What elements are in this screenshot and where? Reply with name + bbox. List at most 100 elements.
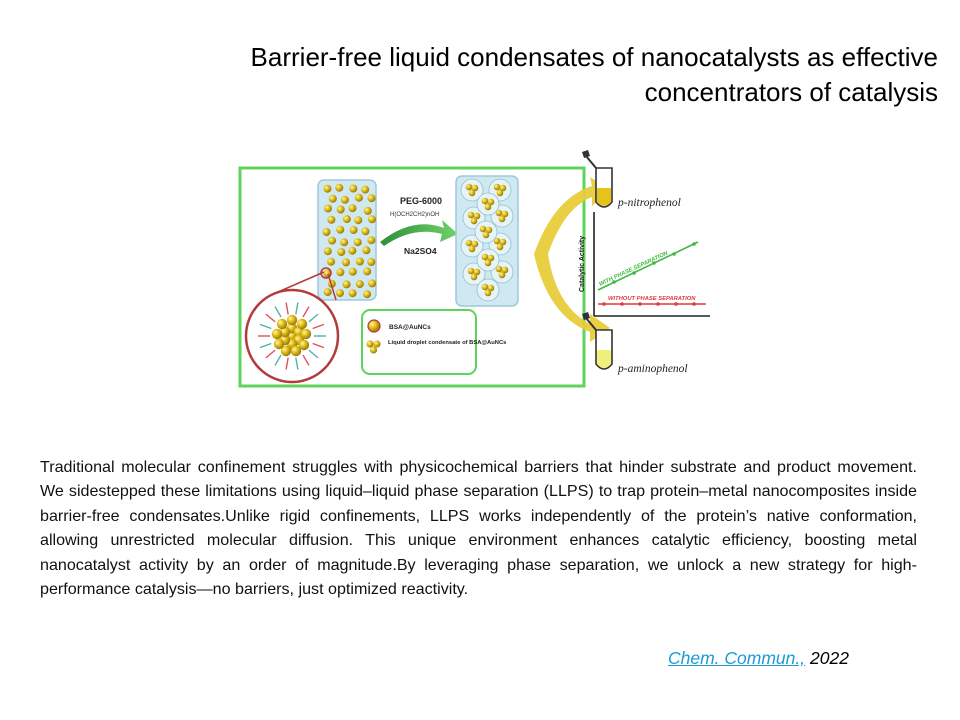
droplet-cluster [487, 254, 495, 262]
droplet-cluster [479, 225, 487, 233]
gold-atom [300, 328, 312, 340]
nanocluster-dot [323, 288, 332, 297]
nanocluster-dot [361, 227, 370, 236]
nanocluster-dot [368, 215, 376, 224]
gold-cluster [258, 302, 326, 370]
without-phase-point [620, 302, 624, 306]
droplet-cluster [481, 197, 489, 205]
nanocluster-dot [323, 247, 332, 256]
nanocluster-dot [348, 204, 357, 213]
nanocluster-dot [335, 183, 344, 192]
with-phase-point [692, 242, 696, 246]
droplet-cluster [465, 239, 473, 247]
nanocluster-dot [363, 206, 372, 215]
droplet-cluster [471, 184, 479, 192]
y-axis-label: Catalytic Activity [579, 236, 586, 292]
droplet-cluster [471, 240, 479, 248]
droplet-cluster [496, 189, 504, 197]
droplet-cluster [481, 283, 489, 291]
droplet-cluster [467, 211, 475, 219]
droplet-cluster [481, 253, 489, 261]
droplet-cluster [487, 198, 495, 206]
nanocluster-dot [327, 257, 336, 266]
with-phase-point [632, 271, 636, 275]
droplet-cluster [498, 215, 506, 223]
nanocluster-dot [327, 215, 336, 224]
without-phase-label: WITHOUT PHASE SEPARATION [608, 296, 696, 302]
protein-strand [302, 306, 310, 318]
nanocluster-dot [348, 267, 357, 276]
nanocluster-dot [336, 268, 345, 277]
nanocluster-dot [367, 236, 376, 245]
protein-strand [285, 357, 289, 370]
nanocluster-dot [363, 290, 372, 299]
droplet-cluster [485, 226, 493, 234]
zoom-target [320, 267, 332, 279]
droplet-cluster [470, 273, 478, 281]
without-phase-point [602, 302, 606, 306]
gold-atom [271, 328, 283, 340]
without-phase-points [602, 302, 696, 306]
gold-atom [296, 318, 308, 330]
with-phase-point [652, 261, 656, 265]
droplet-cluster [495, 265, 503, 273]
with-phase-point [672, 252, 676, 256]
with-phase-label: WITH PHASE SEPARATION [598, 250, 669, 288]
legend-item-1: BSA@AuNCs [389, 324, 431, 331]
nanocluster-dot [322, 228, 331, 236]
with-phase-point [612, 280, 616, 284]
legend-item-2: Liquid droplet condensate of BSA@AuNCs [388, 340, 506, 346]
nanocluster-dot [349, 226, 358, 234]
product-label: p-aminophenol [617, 363, 688, 375]
nanocluster-dot [354, 216, 363, 225]
substrate-tube [582, 150, 613, 208]
nanocluster-dot [349, 184, 358, 193]
gold-atom [286, 314, 298, 326]
graphical-abstract-figure: PEG-6000 H(OCH2CH2)nOH Na2SO4 BSA@AuNCs … [238, 150, 724, 394]
nanocluster-dots [322, 183, 377, 299]
nanocluster-dot [328, 236, 337, 245]
gold-atom [276, 318, 288, 330]
product-tube [582, 312, 613, 370]
gold-atom [298, 339, 310, 351]
protein-strand [295, 357, 299, 370]
reagent-formula: H(OCH2CH2)nOH [390, 212, 439, 218]
legend-icon-droplet [366, 340, 381, 354]
droplet-cluster [467, 267, 475, 275]
salt-label: Na2SO4 [404, 246, 437, 256]
protein-strand [274, 354, 282, 366]
gold-atom [290, 345, 302, 357]
droplet-cluster [484, 203, 492, 211]
droplet-cluster [468, 189, 476, 197]
without-phase-point [692, 302, 696, 306]
droplet-cluster [465, 183, 473, 191]
nanocluster-dot [363, 267, 372, 276]
protein-strand [285, 302, 289, 315]
nanocluster-dot [367, 194, 376, 203]
citation: Chem. Commun., 2022 [668, 648, 849, 669]
legend-box [361, 309, 477, 375]
gold-atom [280, 345, 292, 357]
protein-strand [302, 354, 310, 366]
nanocluster-dot [342, 258, 350, 267]
nanocluster-dot [348, 289, 357, 298]
substrate-label: p-nitrophenol [617, 197, 681, 209]
zoom-line-2 [327, 273, 337, 301]
title-line-2: concentrators of catalysis [644, 77, 938, 107]
protein-strand [274, 306, 282, 318]
droplet-cluster [487, 284, 495, 292]
protein-strand [295, 302, 299, 315]
protein-strand [308, 349, 319, 359]
nanocluster-dot [336, 289, 344, 298]
citation-year: 2022 [810, 648, 849, 668]
nanocluster-dot [340, 195, 349, 204]
nanocluster-dot [367, 258, 376, 266]
protein-strand [265, 313, 276, 323]
nanocluster-dot [342, 280, 351, 289]
nanocluster-dot [336, 205, 345, 214]
nanocluster-dot [355, 280, 364, 289]
droplet-cluster [498, 271, 506, 279]
droplet-cluster [501, 266, 509, 274]
journal-link[interactable]: Chem. Commun., [668, 648, 806, 668]
droplet-cluster [493, 237, 501, 245]
